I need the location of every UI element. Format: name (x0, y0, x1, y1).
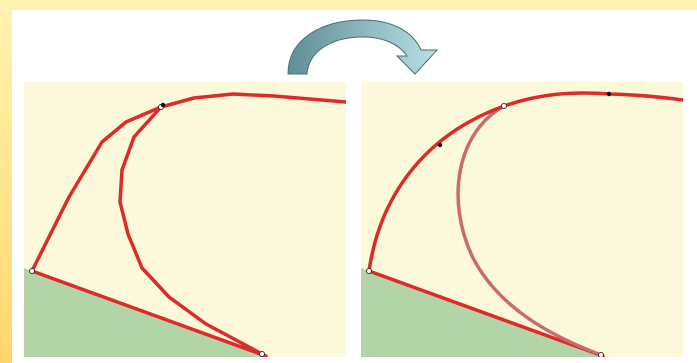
control-point (437, 142, 443, 148)
anchor-point (366, 268, 372, 274)
left-panel-polyline (24, 82, 346, 357)
ghost-curve (456, 104, 603, 357)
ground-line (367, 269, 605, 357)
control-point (160, 102, 166, 108)
curved-arrow-icon (287, 19, 439, 75)
smooth-outer-curve (367, 91, 683, 273)
anchor-point (29, 268, 35, 274)
right-panel-smooth (361, 82, 683, 357)
inner-polyline (118, 105, 264, 356)
outer-polyline (30, 92, 346, 273)
anchor-point (501, 103, 507, 109)
ground-line (30, 269, 268, 357)
anchor-point (598, 352, 604, 357)
anchor-point (259, 351, 265, 357)
control-point (606, 91, 612, 97)
